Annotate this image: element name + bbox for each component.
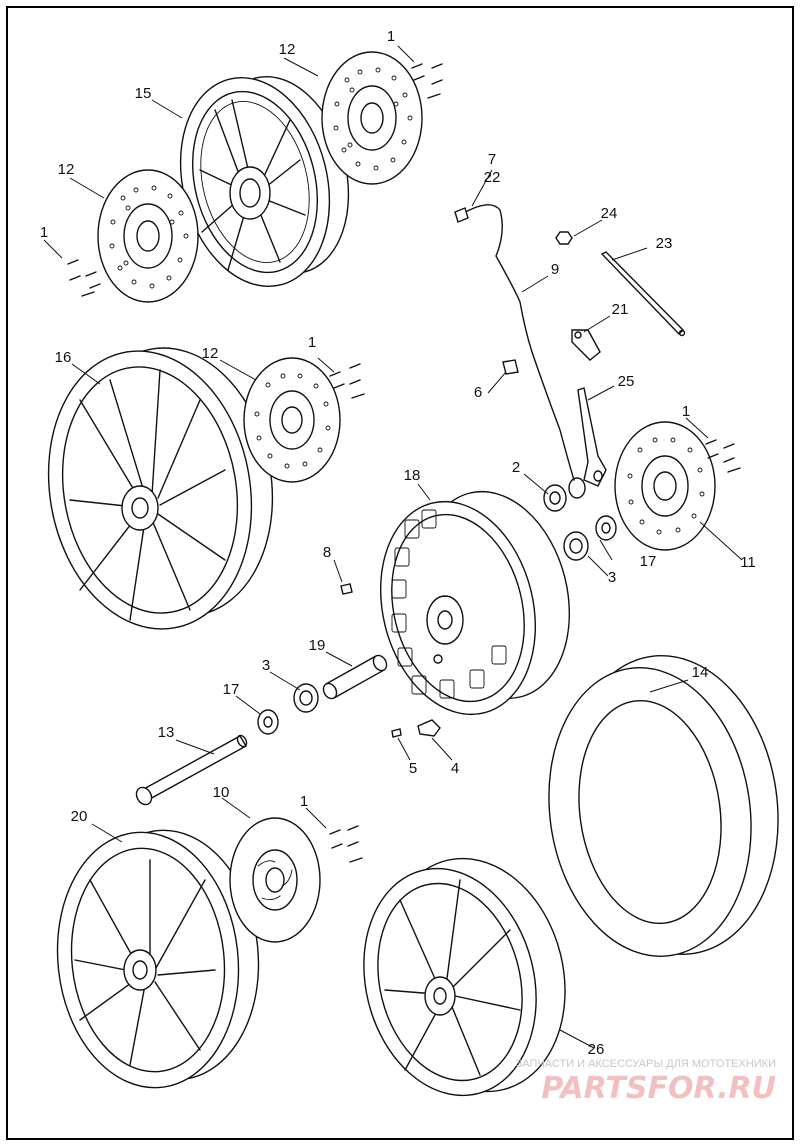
spacer-17-left — [257, 709, 279, 735]
weight-8 — [340, 583, 353, 595]
rotor-12-left — [97, 169, 199, 303]
bearing-3-right — [563, 531, 589, 561]
callout-17: 17 — [223, 681, 240, 698]
callout-19: 19 — [309, 637, 326, 654]
valve-cap-5 — [391, 728, 402, 738]
rotor-11 — [614, 421, 716, 551]
callout-4: 4 — [451, 760, 459, 777]
wheel-16 — [47, 347, 274, 630]
watermark-brand: PARTSFOR.RU — [541, 1071, 776, 1106]
callout-26: 26 — [588, 1041, 605, 1058]
watermark: ЗАПЧАСТИ И АКСЕССУАРЫ ДЛЯ МОТОТЕХНИКИ PA… — [516, 1058, 776, 1106]
rotor-12-middle — [243, 357, 341, 483]
callout-1: 1 — [300, 793, 308, 810]
callout-8: 8 — [323, 544, 331, 561]
callout-12: 12 — [279, 41, 296, 58]
bolts-1-bottom — [329, 825, 363, 863]
callout-1: 1 — [40, 224, 48, 241]
axle-13 — [135, 734, 248, 806]
callout-18: 18 — [404, 467, 421, 484]
callout-24: 24 — [601, 205, 618, 222]
callout-12: 12 — [202, 345, 219, 362]
bolts-1-top — [411, 63, 443, 99]
callout-22: 22 — [484, 169, 501, 186]
rotor-10 — [229, 817, 321, 943]
spacer-17-right — [595, 515, 617, 541]
cable-strap-23 — [600, 251, 686, 337]
callout-9: 9 — [551, 261, 559, 278]
callout-15: 15 — [135, 85, 152, 102]
callout-1: 1 — [308, 334, 316, 351]
callout-16: 16 — [55, 349, 72, 366]
callout-5: 5 — [409, 760, 417, 777]
callout-1: 1 — [387, 28, 395, 45]
wheel-20 — [56, 829, 260, 1089]
callouts: 1 12 15 12 1 7 22 24 23 9 21 6 25 1 12 1… — [40, 28, 756, 1058]
wheel-26 — [363, 857, 566, 1097]
watermark-tagline: ЗАПЧАСТИ И АКСЕССУАРЫ ДЛЯ МОТОТЕХНИКИ — [516, 1058, 776, 1070]
bracket-21 — [571, 329, 601, 361]
callout-3: 3 — [608, 569, 616, 586]
bolts-1-right — [705, 439, 741, 473]
callout-13: 13 — [158, 724, 175, 741]
callout-12: 12 — [58, 161, 75, 178]
callout-14: 14 — [692, 664, 709, 681]
callout-1: 1 — [682, 403, 690, 420]
bolts-1-left — [67, 259, 101, 297]
bolts-1-middle — [329, 363, 365, 399]
callout-6: 6 — [474, 384, 482, 401]
leader-lines — [43, 45, 743, 1049]
bearing-2 — [543, 484, 567, 512]
sensor-cable-9 — [454, 204, 575, 481]
spacer-19 — [322, 654, 388, 700]
callout-17: 17 — [640, 553, 657, 570]
rotor-12-top — [321, 51, 423, 185]
clip-6 — [502, 359, 519, 375]
sensor-bracket-25 — [568, 387, 607, 499]
callout-21: 21 — [612, 301, 629, 318]
tire-14 — [548, 655, 779, 957]
wheel-15 — [179, 75, 350, 288]
callout-10: 10 — [213, 784, 230, 801]
callout-20: 20 — [71, 808, 88, 825]
wheel-18 — [379, 490, 571, 716]
callout-2: 2 — [512, 459, 520, 476]
nut-24 — [555, 231, 573, 245]
valve-stem-4 — [417, 719, 441, 737]
bearing-3-left — [293, 683, 319, 713]
callout-25: 25 — [618, 373, 635, 390]
callout-7: 7 — [488, 151, 496, 168]
diagram-border — [6, 6, 794, 1140]
callout-3: 3 — [262, 657, 270, 674]
callout-11: 11 — [740, 554, 756, 571]
callout-23: 23 — [656, 235, 673, 252]
